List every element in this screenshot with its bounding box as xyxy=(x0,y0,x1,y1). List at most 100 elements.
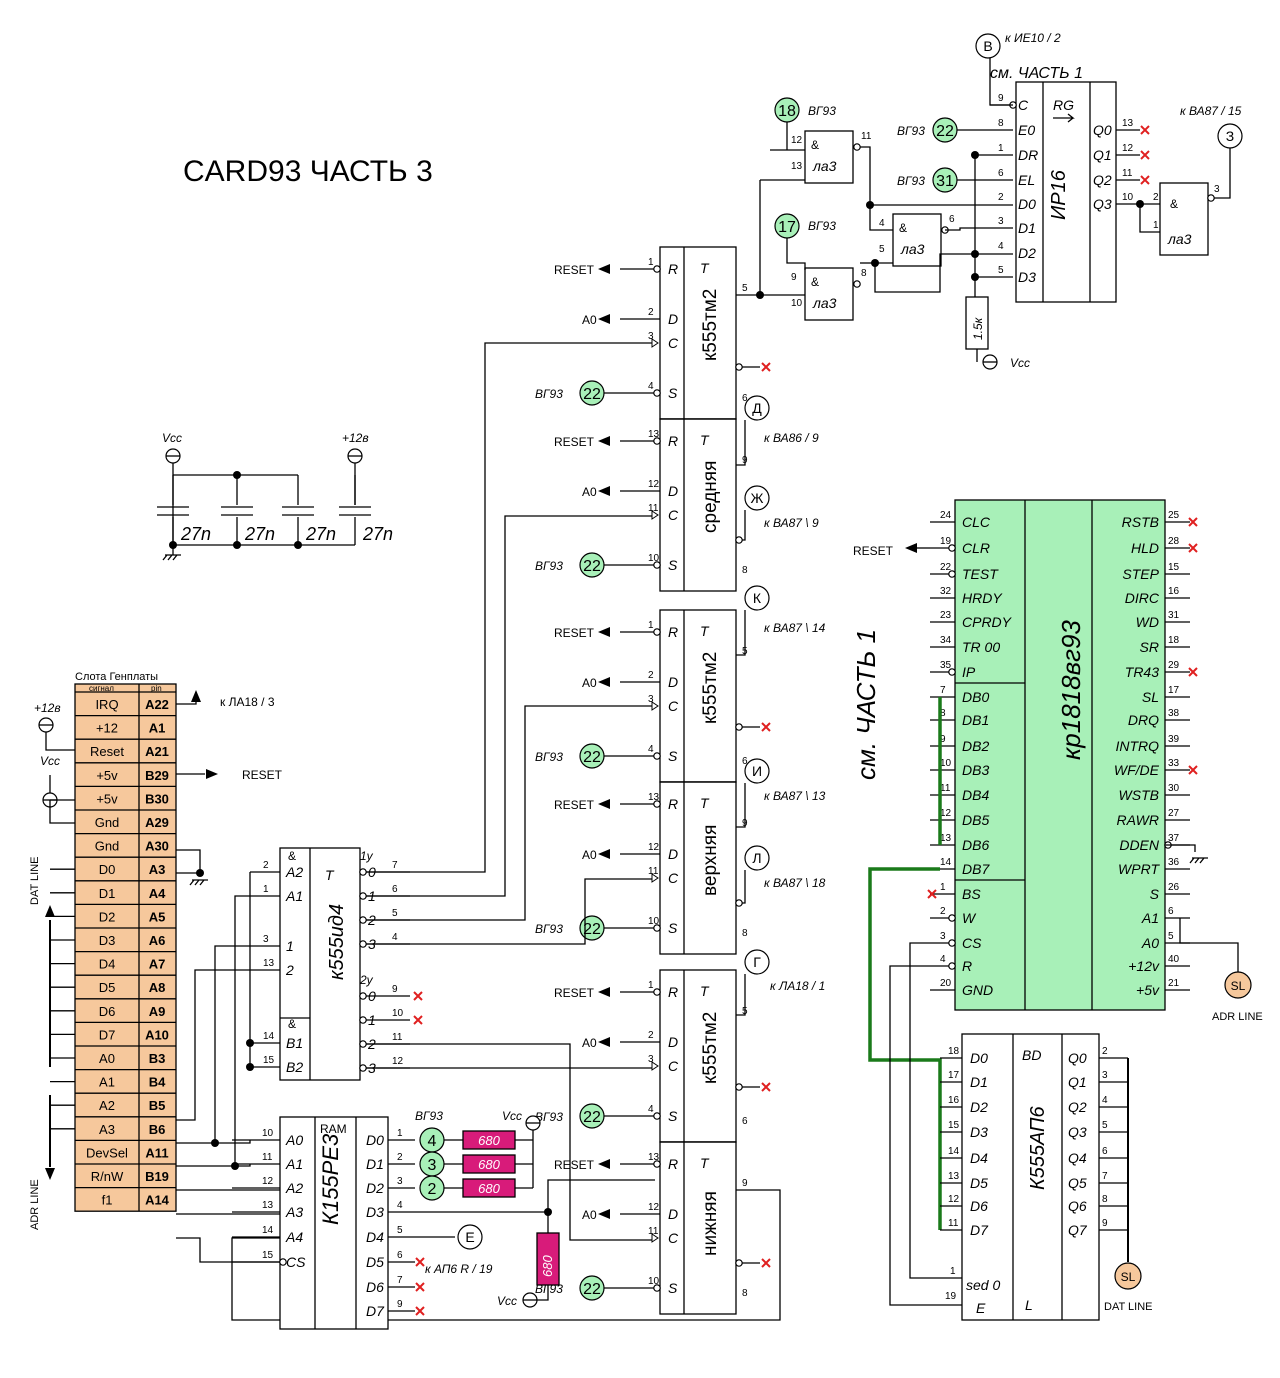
pin-name: Q3 xyxy=(1068,1124,1087,1140)
wire xyxy=(176,700,197,705)
pin-num: 18 xyxy=(1168,635,1180,646)
clock-edge xyxy=(651,701,659,711)
wire xyxy=(176,945,250,1144)
wire xyxy=(1214,148,1231,199)
pin-num: 3 xyxy=(263,934,269,945)
pin-num: 7 xyxy=(392,860,398,871)
pin-name: D7 xyxy=(366,1303,385,1319)
green-number-circle: 18 xyxy=(774,97,800,123)
t-label: T xyxy=(325,867,335,883)
slot-signal: D0 xyxy=(99,862,116,877)
chip-name: к555ид4 xyxy=(326,904,348,980)
pin-name: DB7 xyxy=(962,861,990,877)
pin-num: 15 xyxy=(262,1250,274,1261)
pin-num: 1 xyxy=(998,143,1004,154)
ref-letter: И xyxy=(752,763,762,779)
wire xyxy=(176,849,201,873)
pin-name: D1 xyxy=(1018,220,1036,236)
pin-num: 25 xyxy=(1168,510,1180,521)
slot-pin: A5 xyxy=(149,909,166,924)
pin-name: S xyxy=(668,920,678,936)
green-circle xyxy=(579,1275,605,1301)
sl-label: SL xyxy=(1121,1270,1136,1284)
pin-name: DIRC xyxy=(1125,590,1160,606)
pin-name: D2 xyxy=(970,1099,988,1115)
green-number: 22 xyxy=(583,1281,601,1298)
wire xyxy=(537,1285,549,1301)
pin-num: 6 xyxy=(1168,906,1174,917)
slot-pin: A4 xyxy=(149,886,166,901)
pin-name: C xyxy=(1018,97,1029,113)
ref-circle xyxy=(744,395,770,421)
pin-name: D6 xyxy=(366,1279,384,1295)
slot-signal: D1 xyxy=(99,886,116,901)
pin-num: 4 xyxy=(648,381,654,392)
slot-signal: D7 xyxy=(99,1027,116,1042)
pin-name: R xyxy=(668,261,678,277)
green-number: 18 xyxy=(778,103,796,120)
ref-circle xyxy=(744,485,770,511)
cap-value: 27n xyxy=(244,524,275,544)
green-number-circle: 31 xyxy=(932,167,958,193)
adr-line-label: ADR LINE xyxy=(1212,1011,1263,1023)
pin-num: 6 xyxy=(742,756,748,767)
pin-name: BS xyxy=(962,886,981,902)
pin-num: 13 xyxy=(263,958,275,969)
pin-num: 6 xyxy=(392,884,398,895)
slot-signal: Reset xyxy=(90,744,124,759)
green-number: 22 xyxy=(583,386,601,403)
pin-name: Q5 xyxy=(1068,1175,1087,1191)
pin-name: CS xyxy=(286,1254,306,1270)
pin-name: DB0 xyxy=(962,689,989,705)
pin-num: 29 xyxy=(1168,660,1180,671)
pin-num: 8 xyxy=(861,268,867,279)
pin-name: WPRT xyxy=(1118,861,1160,877)
slot-signal: D3 xyxy=(99,933,116,948)
slot-pin: A6 xyxy=(149,933,166,948)
pin-name: R xyxy=(668,984,678,1000)
pin-num: 3 xyxy=(1214,184,1220,195)
k155re3-chip xyxy=(279,1116,389,1330)
pin-num: 13 xyxy=(948,1171,960,1182)
wire xyxy=(176,969,250,1121)
pin-num: 38 xyxy=(1168,708,1180,719)
dat-line-label: DAT LINE xyxy=(1104,1301,1153,1313)
pin-name: DB6 xyxy=(962,837,989,853)
chip-name: К155РЕ3 xyxy=(318,1133,343,1225)
pin-name: W xyxy=(962,910,977,926)
pin-num: 11 xyxy=(948,1218,959,1229)
t-label: T xyxy=(700,795,710,811)
pin-num: 7 xyxy=(1102,1171,1108,1182)
pin-name: 0 xyxy=(368,988,376,1004)
pin-num: 14 xyxy=(940,857,952,868)
inverter-bubble xyxy=(279,1258,287,1266)
reset-label: RESET xyxy=(554,263,595,277)
vg93-label: ВГ93 xyxy=(535,1110,563,1124)
clock-edge xyxy=(651,338,659,348)
pin-num: 31 xyxy=(1168,610,1180,621)
pin-num: 28 xyxy=(1168,536,1180,547)
arrow-left xyxy=(598,627,610,637)
ground-symbol xyxy=(162,554,181,561)
slot-table xyxy=(74,683,177,1212)
inverter-bubble xyxy=(359,916,367,924)
pin-num: 8 xyxy=(742,565,748,576)
ref-circle xyxy=(744,585,770,611)
inverter-bubble xyxy=(653,265,661,273)
pin-num: 36 xyxy=(1168,857,1180,868)
pin-name: DB4 xyxy=(962,787,989,803)
slot-signal: D4 xyxy=(99,957,116,972)
l-label: L xyxy=(1025,1297,1033,1313)
junction-dot xyxy=(1136,200,1144,208)
ref-letter: К xyxy=(753,590,762,606)
pin-num: 3 xyxy=(940,931,946,942)
pin-num: 12 xyxy=(1122,143,1134,154)
ref-letter: З xyxy=(1226,128,1234,144)
plus12-label: +12в xyxy=(342,431,369,445)
pin-num: 8 xyxy=(940,708,946,719)
ref-to: к ВА87 \ 14 xyxy=(764,621,826,635)
no-connect-mark xyxy=(1188,667,1198,677)
resistor-value: 680 xyxy=(478,1181,500,1196)
vg93-label: ВГ93 xyxy=(535,750,563,764)
pin-num: 14 xyxy=(263,1031,275,1042)
